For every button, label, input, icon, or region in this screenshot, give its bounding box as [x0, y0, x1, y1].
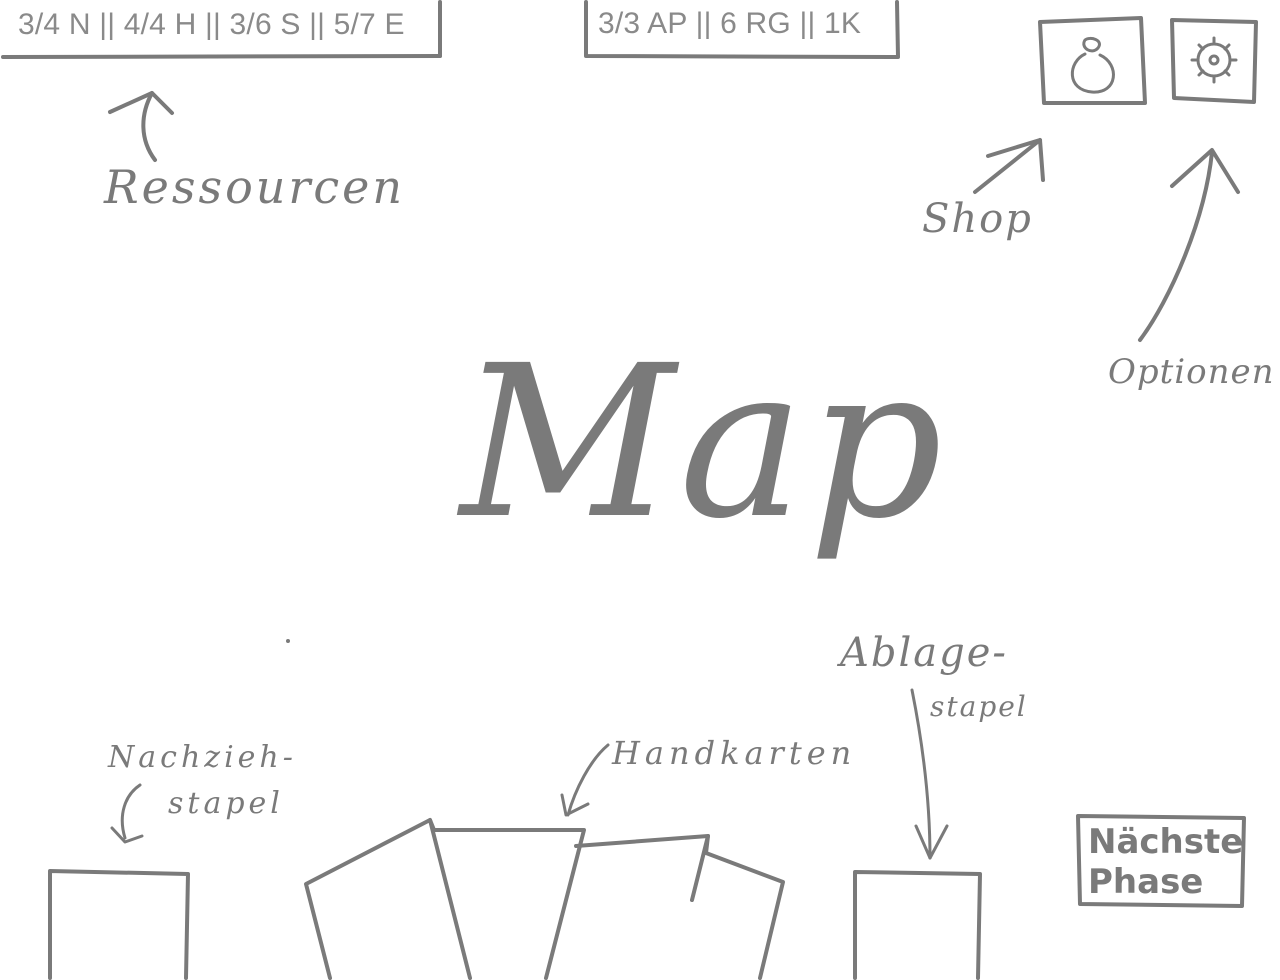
hand-cards	[304, 818, 785, 980]
action-points-bar: 3/3 AP || 6 RG || 1K	[598, 7, 862, 40]
next-phase-frame	[1076, 814, 1246, 908]
label-handkarten: Handkarten	[612, 734, 857, 772]
stray-dot	[286, 639, 290, 643]
nachziehstapel-arrow	[110, 783, 144, 844]
discard-pile	[853, 870, 982, 980]
draw-pile	[48, 869, 190, 980]
label-nachziehstapel-line2: stapel	[168, 786, 284, 821]
ablagestapel-arrow	[910, 688, 949, 860]
gear-icon	[1190, 36, 1238, 84]
label-nachziehstapel-line1: Nachzieh-	[108, 740, 297, 775]
label-ablagestapel-line2: stapel	[930, 690, 1028, 723]
next-phase-label-line2: Phase	[1088, 862, 1204, 902]
handkarten-arrow	[560, 743, 610, 817]
options-box	[1170, 18, 1258, 104]
label-optionen: Optionen	[1108, 352, 1275, 392]
next-phase-label: Nächste Phase	[1088, 822, 1244, 902]
options-button[interactable]	[1172, 18, 1258, 104]
next-phase-button[interactable]	[1078, 816, 1244, 906]
map-area[interactable]	[300, 300, 900, 600]
label-ablagestapel-line1: Ablage-	[840, 630, 1008, 676]
next-phase-label-line1: Nächste	[1088, 822, 1244, 862]
draw-pile-button[interactable]	[50, 870, 188, 980]
resources-bar: 3/4 N || 4/4 H || 3/6 S || 5/7 E	[18, 8, 405, 41]
label-shop: Shop	[922, 196, 1033, 242]
ressourcen-arrow	[108, 91, 174, 162]
shop-box	[1038, 16, 1147, 105]
shop-arrow	[973, 138, 1045, 194]
resources-bar-frame	[1, 0, 442, 59]
discard-pile-button[interactable]	[855, 870, 981, 980]
money-bag-icon	[1070, 36, 1115, 94]
optionen-arrow	[1138, 148, 1240, 342]
map-label: Map	[460, 320, 947, 565]
shop-button[interactable]	[1040, 18, 1146, 104]
label-ressourcen: Ressourcen	[104, 160, 405, 214]
action-bar-frame	[584, 0, 900, 59]
